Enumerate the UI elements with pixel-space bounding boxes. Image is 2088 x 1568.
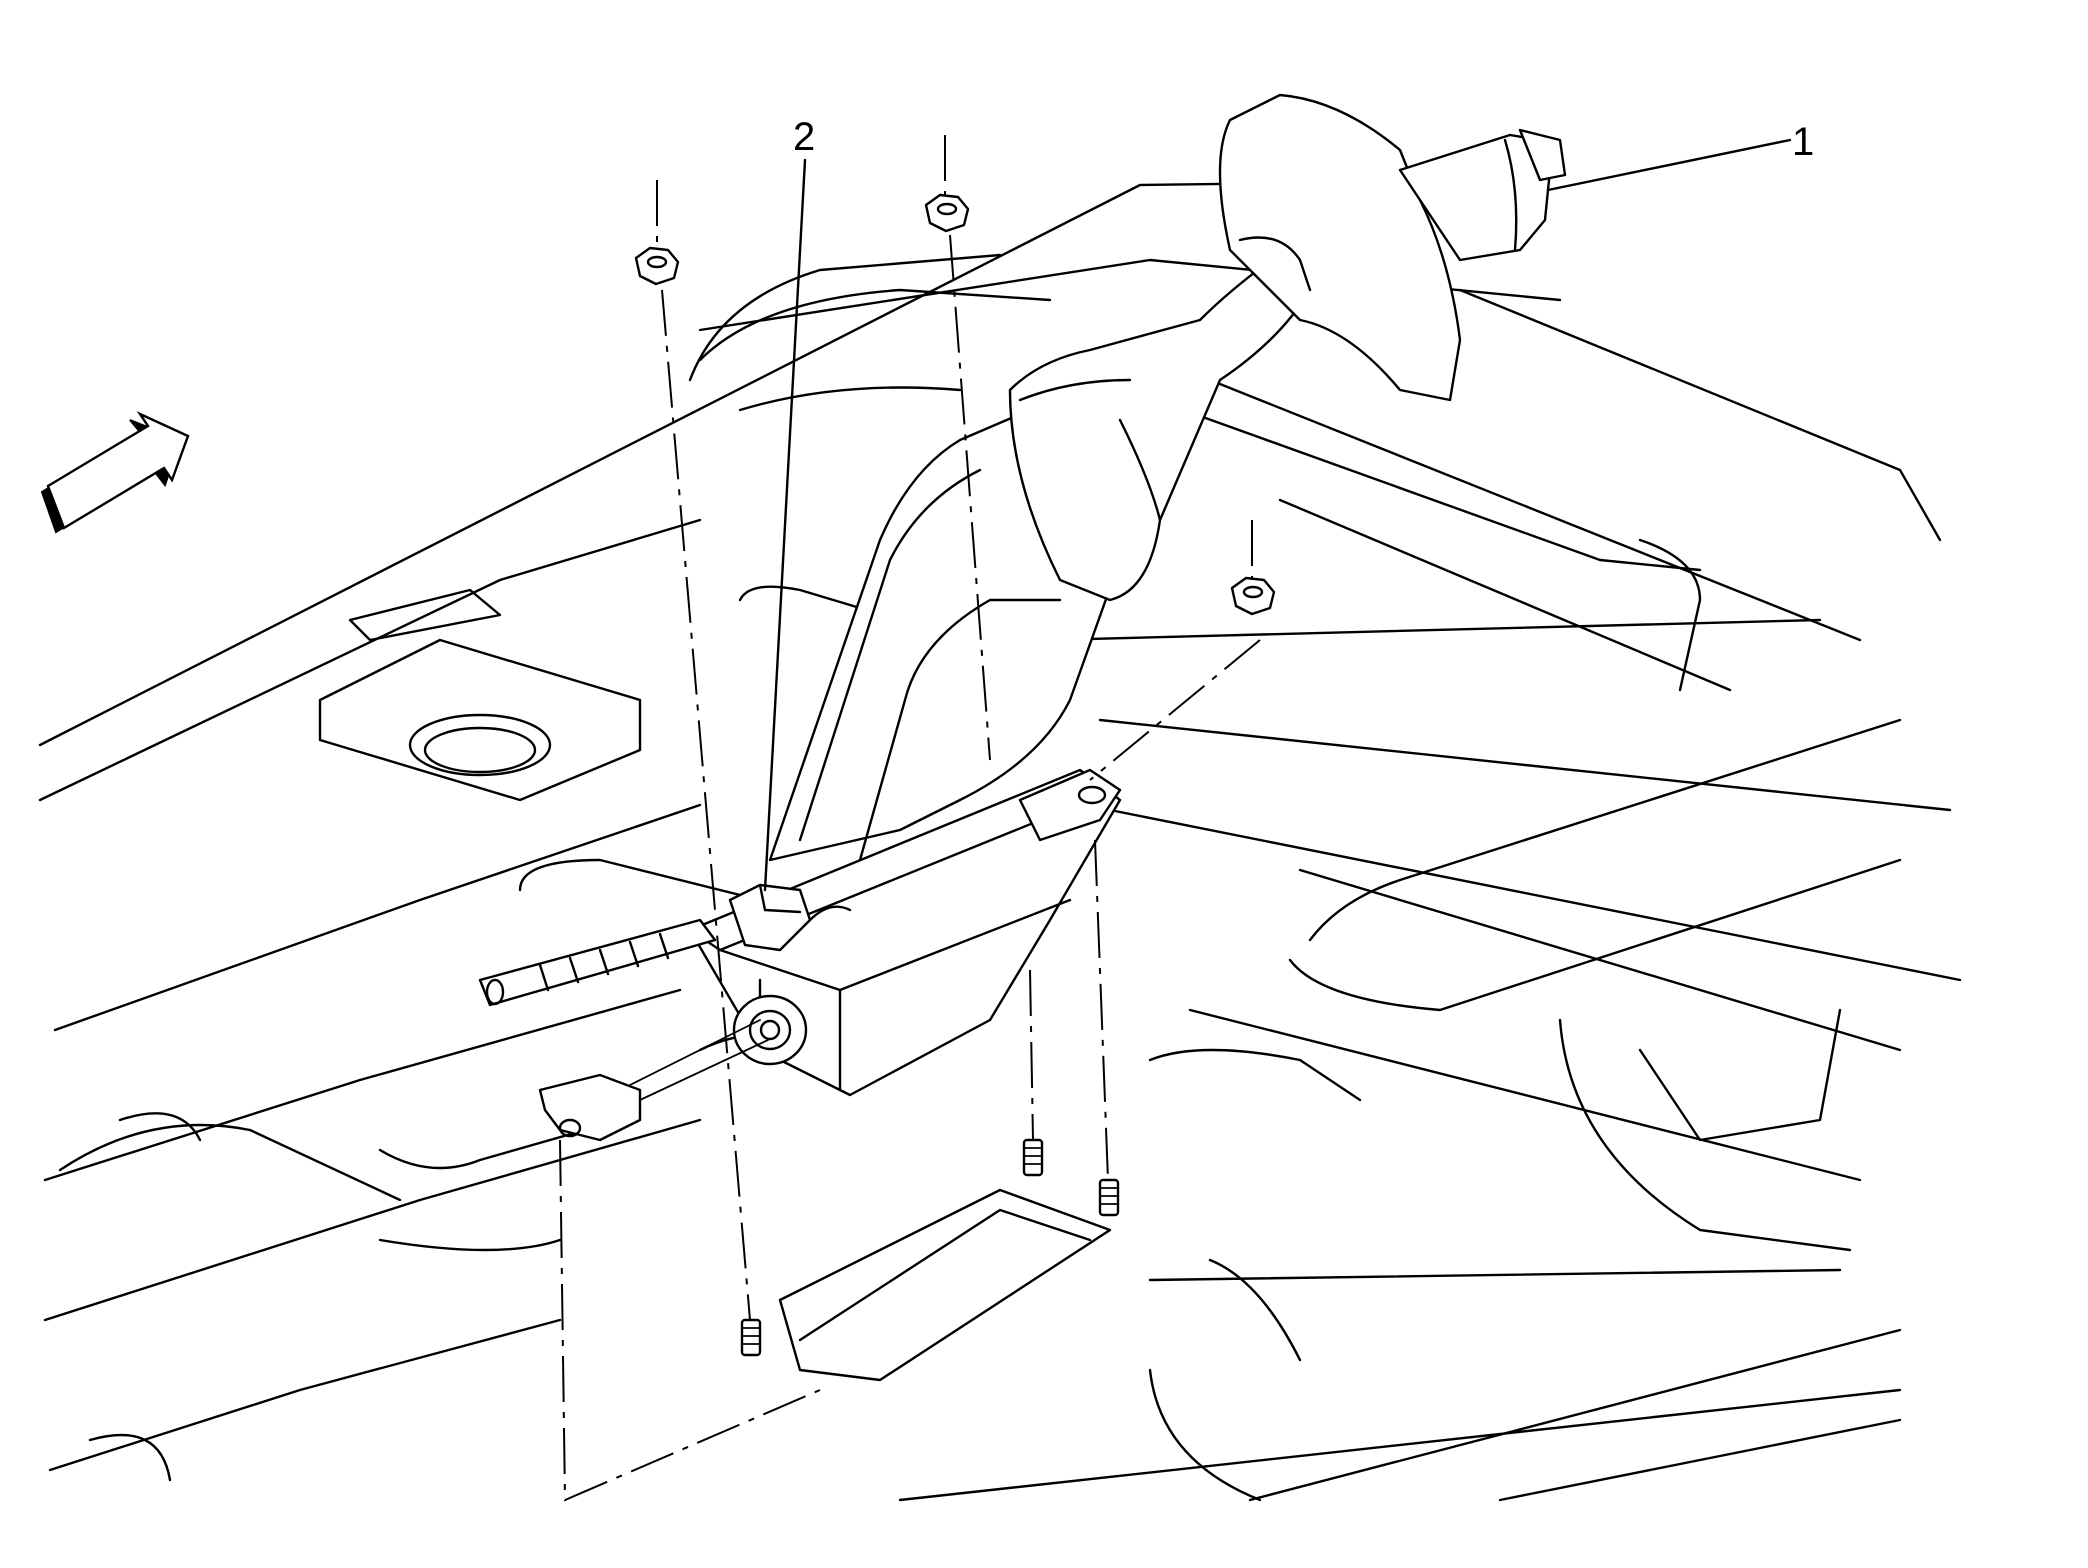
parking-brake-cable <box>538 1019 769 1142</box>
mounting-nuts <box>634 193 1276 616</box>
nut-rear-right <box>1230 576 1276 616</box>
stud-front-left <box>740 1318 762 1357</box>
stud-front-center <box>1022 1138 1044 1177</box>
callout-2: 2 <box>763 115 815 892</box>
callout-2-label: 2 <box>793 115 815 159</box>
park-brake-warning-switch <box>478 883 852 1007</box>
parking-brake-lever <box>768 93 1567 862</box>
floor-pan <box>38 178 1962 1502</box>
callout-1: 1 <box>1546 120 1814 192</box>
callout-1-label: 1 <box>1792 120 1814 164</box>
alignment-lines <box>559 135 1261 1502</box>
arrow-forward-icon <box>40 411 190 534</box>
stud-front-right <box>1098 1178 1120 1217</box>
mounting-studs <box>740 1138 1120 1357</box>
nut-rear-left <box>634 246 680 286</box>
nut-rear-center <box>924 193 970 233</box>
